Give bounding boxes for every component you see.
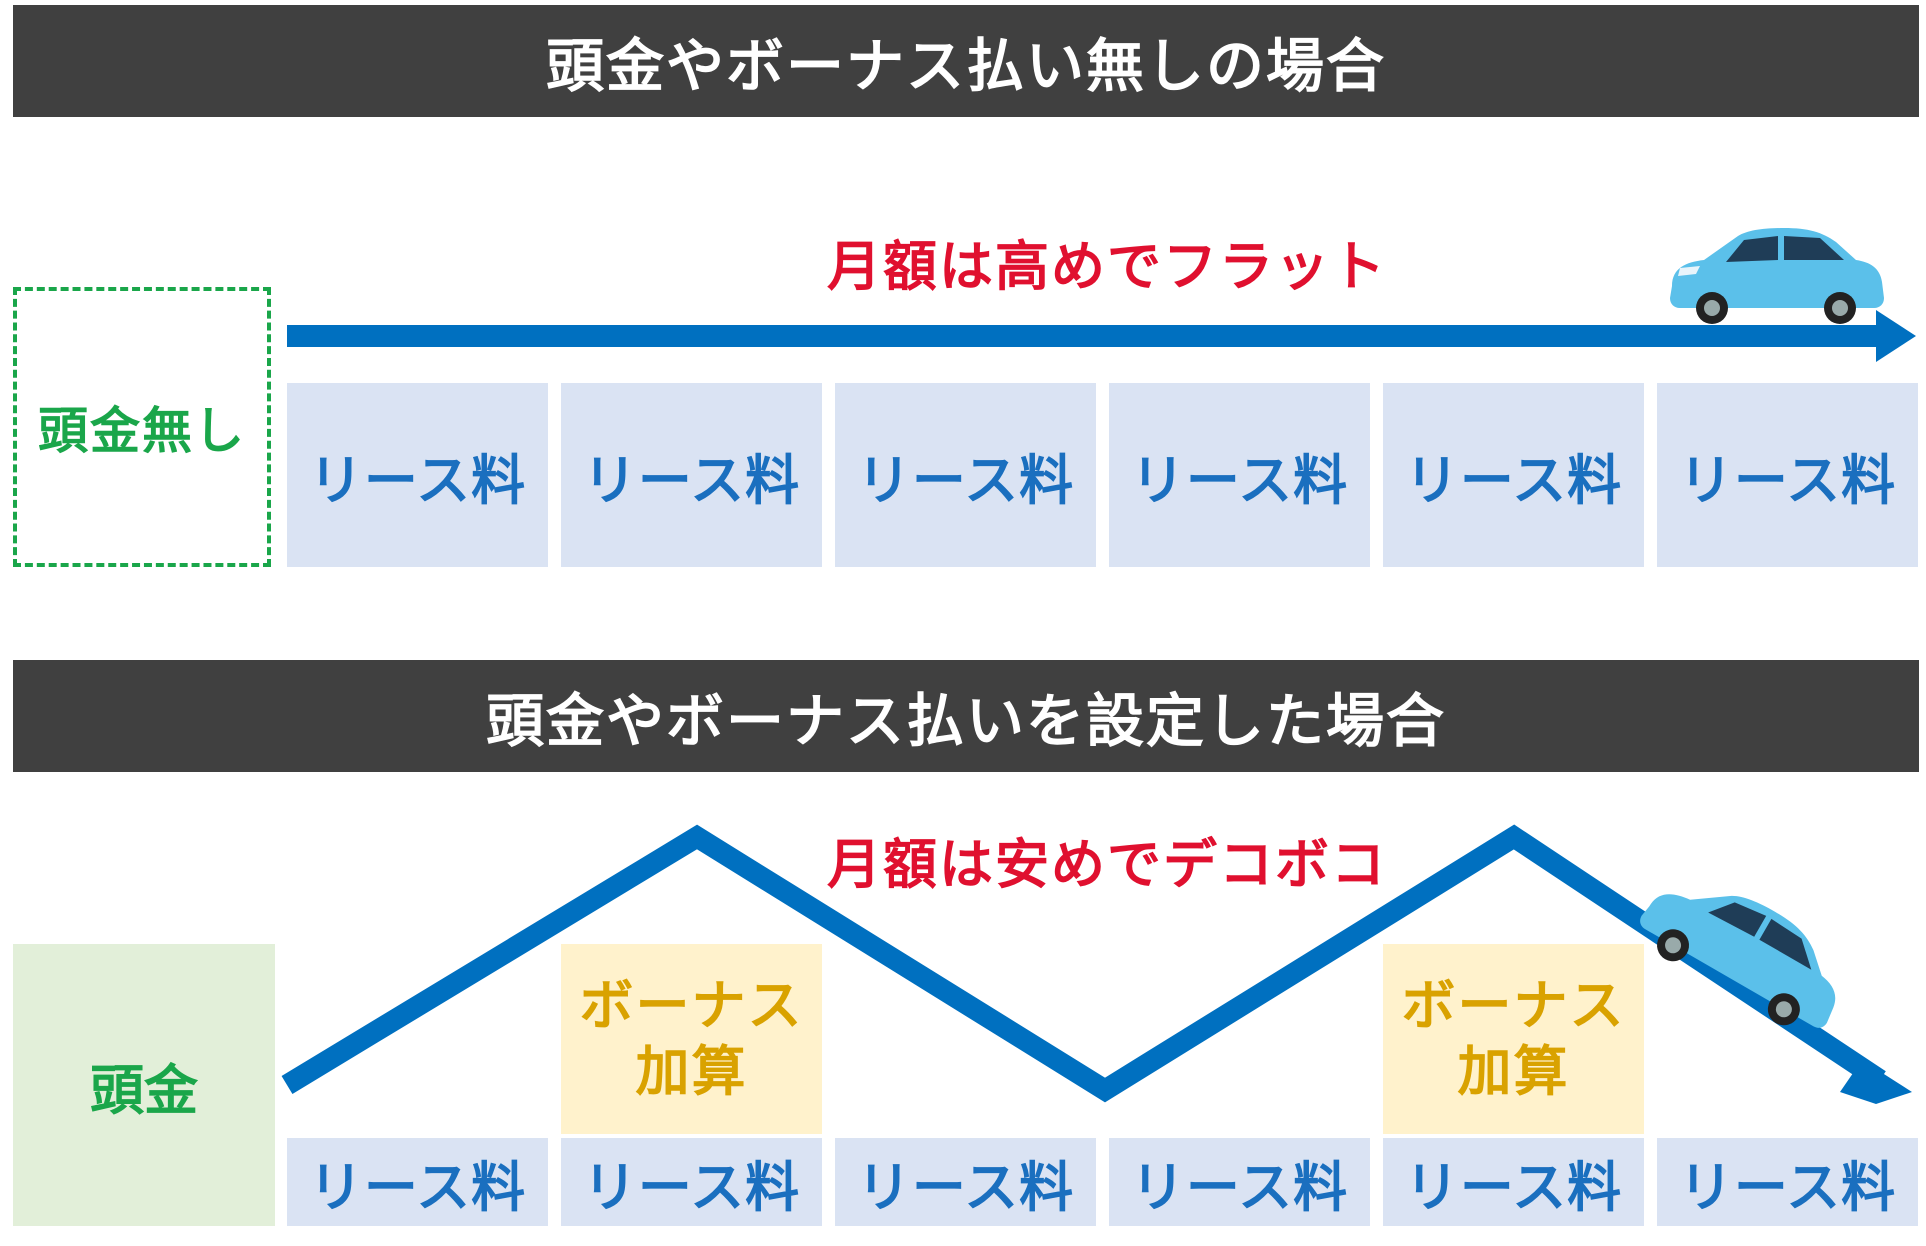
bonus-label-sub: 加算 [635,1040,748,1103]
arrow-down-right-icon [281,824,1912,1104]
car-icon [1670,228,1884,324]
lease-box: リース料 [561,1138,822,1226]
headline-bumpy: 月額は安めでデコボコ [827,833,1387,896]
lease-box: リース料 [1657,383,1918,567]
bonus-label: ボーナス [579,974,804,1037]
lease-box: リース料 [287,1138,548,1226]
headline-flat: 月額は高めでフラット [827,235,1387,298]
no-down-payment-box: 頭金無し [13,287,271,567]
bonus-label: ボーナス [1401,974,1626,1037]
car-icon [1640,894,1836,1028]
arrow-right-icon [287,310,1916,362]
lease-box: リース料 [835,383,1096,567]
lease-box: リース料 [1383,1138,1644,1226]
bonus-box: ボーナス 加算 [1383,944,1644,1134]
lease-box: リース料 [1109,1138,1370,1226]
bonus-box: ボーナス 加算 [561,944,822,1134]
lease-box: リース料 [1109,383,1370,567]
lease-box: リース料 [835,1138,1096,1226]
lease-box: リース料 [1657,1138,1918,1226]
bonus-label-sub: 加算 [1457,1040,1570,1103]
banner-with-down-payment: 頭金やボーナス払いを設定した場合 [13,660,1919,772]
down-payment-box: 頭金 [13,944,275,1226]
banner-no-down-payment: 頭金やボーナス払い無しの場合 [13,5,1919,117]
lease-box: リース料 [1383,383,1644,567]
lease-box: リース料 [561,383,822,567]
lease-box: リース料 [287,383,548,567]
